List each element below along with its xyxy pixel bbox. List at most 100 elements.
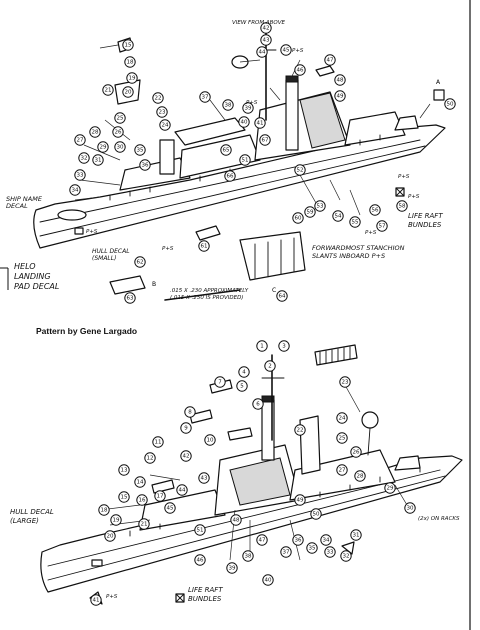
callout-number: 11 xyxy=(155,439,162,445)
callout-number: 35 xyxy=(137,147,144,153)
callout-circle xyxy=(320,534,332,546)
callout-number: 7 xyxy=(218,379,222,385)
ps-boat: P+S xyxy=(162,246,174,252)
callout-circle xyxy=(238,366,250,378)
callout-number: 22 xyxy=(297,427,304,433)
stanchion-note-label: FORWARDMOST STANCHION SLANTS INBOARD P+S xyxy=(312,244,405,260)
top-ship-assembly xyxy=(33,29,446,249)
callout-circle xyxy=(97,141,109,153)
bottom-part-boat xyxy=(227,427,253,441)
view-from-above-label: VIEW FROM ABOVE xyxy=(232,20,285,26)
callout-circle xyxy=(78,152,90,164)
callout-number: 50 xyxy=(313,511,320,517)
top-aft-stack xyxy=(159,139,175,175)
callout-number: 22 xyxy=(155,95,162,101)
callout-number: 52 xyxy=(297,167,304,173)
callout-circle xyxy=(124,292,136,304)
callout-number: 46 xyxy=(297,67,304,73)
ps-right-3: P+S xyxy=(408,194,420,200)
callout-circle xyxy=(118,491,130,503)
callout-circle xyxy=(256,46,268,58)
callout-circle xyxy=(126,72,138,84)
bottom-hull-waterline xyxy=(47,475,446,581)
callout-circle xyxy=(226,562,238,574)
callout-number: 29 xyxy=(100,144,107,150)
callout-circle xyxy=(144,452,156,464)
pattern-credit: Pattern by Gene Largado xyxy=(36,326,137,336)
callout-number: 53 xyxy=(317,203,324,209)
helo-pad-decal-box: HELO LANDING PAD DECAL xyxy=(14,262,60,291)
callout-circle xyxy=(124,56,136,68)
callout-number: 36 xyxy=(295,537,302,543)
callout-number: 30 xyxy=(117,144,124,150)
helo-pad-decal-label: HELO LANDING PAD DECAL xyxy=(14,262,60,291)
callout-number: 58 xyxy=(399,203,406,209)
life-raft-bottom-box: LIFE RAFT BUNDLES xyxy=(188,586,223,603)
callout-circle xyxy=(134,256,146,268)
callout-circle xyxy=(349,216,361,228)
callout-number: 35 xyxy=(309,545,316,551)
callout-number: 56 xyxy=(372,207,379,213)
callout-circle xyxy=(180,450,192,462)
callout-circle xyxy=(242,102,254,114)
hull-decal-large-label: HULL DECAL (LARGE) xyxy=(10,508,54,525)
callout-number: 10 xyxy=(207,437,214,443)
callout-circle xyxy=(242,550,254,562)
life-raft-top-label: LIFE RAFT BUNDLES xyxy=(408,212,443,229)
callout-number: 24 xyxy=(339,415,346,421)
top-smokestack xyxy=(285,79,299,151)
callout-circle xyxy=(264,360,276,372)
callout-number: 8 xyxy=(188,409,192,415)
ps-bottom: P+S xyxy=(106,594,118,600)
callout-number: 26 xyxy=(115,129,122,135)
callout-circle xyxy=(230,514,242,526)
callout-number: 47 xyxy=(259,537,266,543)
callout-circle xyxy=(69,184,81,196)
callout-number: 42 xyxy=(183,453,190,459)
callout-circle xyxy=(254,117,266,129)
callout-number: 15 xyxy=(125,42,132,48)
callout-number: 49 xyxy=(337,93,344,99)
callout-number: 16 xyxy=(139,497,146,503)
callout-number: 65 xyxy=(223,147,230,153)
top-stern-window xyxy=(74,227,84,235)
callout-number: 55 xyxy=(352,219,359,225)
callout-circle xyxy=(276,290,288,302)
callout-number: 19 xyxy=(129,75,136,81)
ps-near-mast: P+S xyxy=(292,48,304,54)
top-hull-waterline xyxy=(39,145,426,237)
callout-number: 36 xyxy=(142,162,149,168)
callout-circle xyxy=(220,144,232,156)
callout-number: 37 xyxy=(202,94,209,100)
callout-number: 2 xyxy=(268,363,272,369)
callout-circle xyxy=(260,34,272,46)
ps-near-view: P+S xyxy=(246,100,258,106)
callout-number: 3 xyxy=(282,343,286,349)
callout-number: 64 xyxy=(279,293,286,299)
bottom-stack-cap xyxy=(261,395,275,403)
callout-circle xyxy=(376,220,388,232)
callout-circle xyxy=(324,54,336,66)
callout-number: 37 xyxy=(283,549,290,555)
callout-circle xyxy=(294,494,306,506)
ps-stern: P+S xyxy=(86,229,98,235)
callout-number: 29 xyxy=(387,485,394,491)
top-part-bird xyxy=(315,65,335,77)
bottom-tall-panel xyxy=(299,415,321,475)
callout-circle xyxy=(138,518,150,530)
top-part-stanchion-grid xyxy=(239,231,306,281)
callout-number: 42 xyxy=(263,25,270,31)
top-helo-pad xyxy=(57,209,87,221)
callout-circle xyxy=(114,112,126,124)
callout-number: 33 xyxy=(77,172,84,178)
callout-circle xyxy=(278,340,290,352)
callout-circle xyxy=(154,490,166,502)
callout-circle xyxy=(306,542,318,554)
callout-number: 32 xyxy=(343,553,350,559)
callout-number: 38 xyxy=(225,102,232,108)
life-raft-bottom-label: LIFE RAFT BUNDLES xyxy=(188,586,223,603)
callout-number: 18 xyxy=(127,59,134,65)
top-part-boat xyxy=(195,225,221,241)
callout-circle xyxy=(74,169,86,181)
